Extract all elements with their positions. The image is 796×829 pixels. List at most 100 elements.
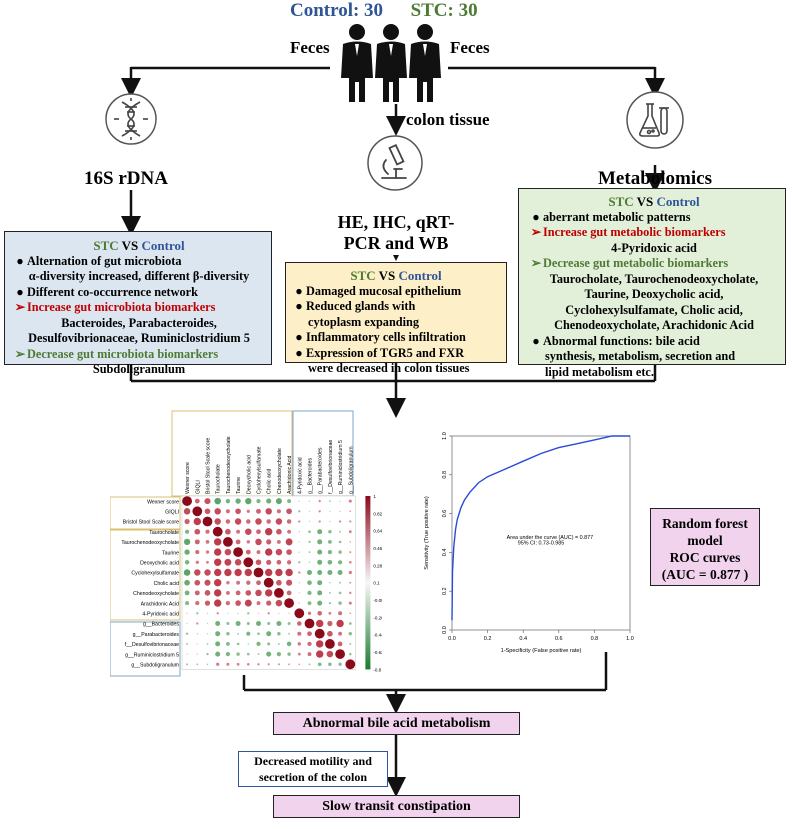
heatmap-cell: [307, 570, 312, 575]
heatmap-group-frame-metabolites: [110, 529, 181, 621]
heatmap-cell: [257, 632, 260, 636]
heatmap-cell: [328, 662, 332, 667]
heatmap-cell: [206, 643, 209, 645]
box-middle-item1-text: Damaged mucosal epithelium: [306, 283, 462, 298]
rdna-label: 16S rDNA: [84, 168, 168, 189]
heatmap-cell: [317, 570, 323, 575]
heatmap-cell: [316, 619, 324, 628]
heatmap-cell: [286, 579, 293, 586]
heatmap-cell: [316, 640, 324, 648]
heatmap-cell: [349, 652, 352, 656]
heatmap-cell: [276, 621, 282, 626]
heatmap-cell: [339, 500, 341, 502]
heatmap-cell: [265, 528, 273, 536]
heatmap-scale-tick: -0.08: [373, 598, 382, 603]
heatmap-cell: [338, 540, 342, 544]
heatmap-cell: [298, 561, 301, 564]
rf-line1: Random forest: [662, 516, 748, 531]
heatmap-col-label: Cholic acid: [267, 469, 273, 494]
heatmap-cell: [267, 621, 271, 626]
roc-plot-area: [451, 435, 631, 631]
heatmap-cell: [183, 538, 191, 546]
box-right-title-stc: STC: [608, 194, 634, 209]
rf-line2: model: [687, 533, 723, 548]
heatmap-cell: [286, 519, 292, 524]
heatmap-cell: [266, 539, 272, 545]
heatmap-cell: [206, 612, 209, 614]
heatmap-cell: [349, 510, 352, 513]
heatmap-cell: [297, 652, 301, 656]
heatmap-cell: [196, 633, 198, 635]
heatmap-cell: [265, 548, 273, 556]
heatmap-col-label: Taurine: [236, 477, 242, 494]
heatmap-color-scale: [365, 496, 371, 670]
heatmap-cell: [246, 509, 250, 513]
heatmap-cell: [214, 518, 221, 525]
heatmap-cell: [307, 590, 312, 596]
heatmap-cell: [339, 581, 342, 584]
heatmap-cell: [225, 590, 230, 595]
heatmap-cell: [278, 612, 280, 614]
heatmap-cell: [276, 579, 282, 586]
heatmap-cell: [225, 641, 230, 646]
box-right-item2b: 4-Pyridoxic acid: [611, 240, 697, 255]
heatmap-cell: [214, 508, 221, 515]
heatmap-cell: [317, 539, 323, 545]
heatmap-cell: [246, 662, 250, 666]
heatmap-cell: [338, 601, 342, 605]
heatmap-row-label: f__Desulfovibrionaceae: [125, 642, 179, 648]
heatmap-cell: [212, 526, 223, 537]
heatmap-cell: [193, 517, 201, 526]
heatmap-cell: [214, 589, 222, 597]
motility-line1: Decreased motility and: [254, 754, 372, 768]
heatmap-cell: [339, 510, 341, 512]
heatmap-cell: [329, 520, 331, 523]
box-left-title: STC VS Control: [13, 238, 265, 254]
heatmap-cell: [266, 559, 272, 565]
heatmap-cell: [266, 600, 272, 606]
heatmap-row-label: Taurine: [162, 550, 179, 556]
heatmap-cell: [214, 558, 222, 566]
heatmap-cell: [348, 530, 352, 534]
heatmap-cell: [257, 653, 260, 656]
heatmap-group-frame-microbes: [110, 621, 181, 677]
heatmap-cell: [226, 580, 230, 585]
heatmap-cell: [185, 601, 190, 606]
heatmap-cell: [215, 621, 221, 626]
heatmap-cell: [256, 601, 261, 606]
heatmap-cell: [194, 579, 201, 586]
heatmap-cell: [225, 651, 231, 657]
heatmap-cell: [327, 620, 333, 627]
heatmap-cell: [184, 590, 190, 596]
heatmap-row-label: g__Subdoligranulum: [131, 663, 179, 669]
heatmap-cell: [194, 590, 200, 596]
heatmap-cell: [235, 590, 241, 596]
box-left-item1-text: Alternation of gut microbiota: [27, 253, 182, 268]
box-right-item2: ➢Increase gut metabolic biomarkers: [530, 225, 726, 239]
box-left-item1b: α-diversity increased, different β-diver…: [28, 269, 250, 283]
heatmap-cell: [349, 541, 352, 543]
heatmap-cell: [224, 568, 232, 577]
heatmap-cell: [204, 498, 211, 505]
heatmap-cell: [338, 520, 342, 523]
heatmap-cell: [184, 518, 190, 525]
heatmap-cell: [256, 621, 261, 626]
heatmap-cell: [195, 601, 200, 606]
heatmap-cell: [338, 550, 342, 554]
heatmap-cell: [276, 509, 281, 514]
heatmap-cell: [286, 560, 292, 565]
heatmap-scale-tick: 1: [373, 494, 376, 499]
heatmap-cell: [348, 601, 352, 605]
heatmap-cell: [235, 621, 241, 626]
heatmap-cell: [182, 496, 192, 506]
heatmap-cell: [214, 599, 222, 607]
roc-y-tick-label: 0.4: [442, 549, 448, 557]
heatmap-cell: [275, 518, 283, 525]
box-left-item2: ●Different co-occurrence network: [16, 284, 198, 299]
heatmap-cell: [267, 642, 271, 646]
heatmap-cell: [284, 598, 294, 608]
box-middle-item4: ●Expression of TGR5 and FXR: [295, 345, 465, 360]
random-forest-box: Random forest model ROC curves (AUC = 0.…: [650, 508, 760, 586]
box-left-item3: ➢Increase gut microbiota biomarkers: [14, 300, 216, 314]
